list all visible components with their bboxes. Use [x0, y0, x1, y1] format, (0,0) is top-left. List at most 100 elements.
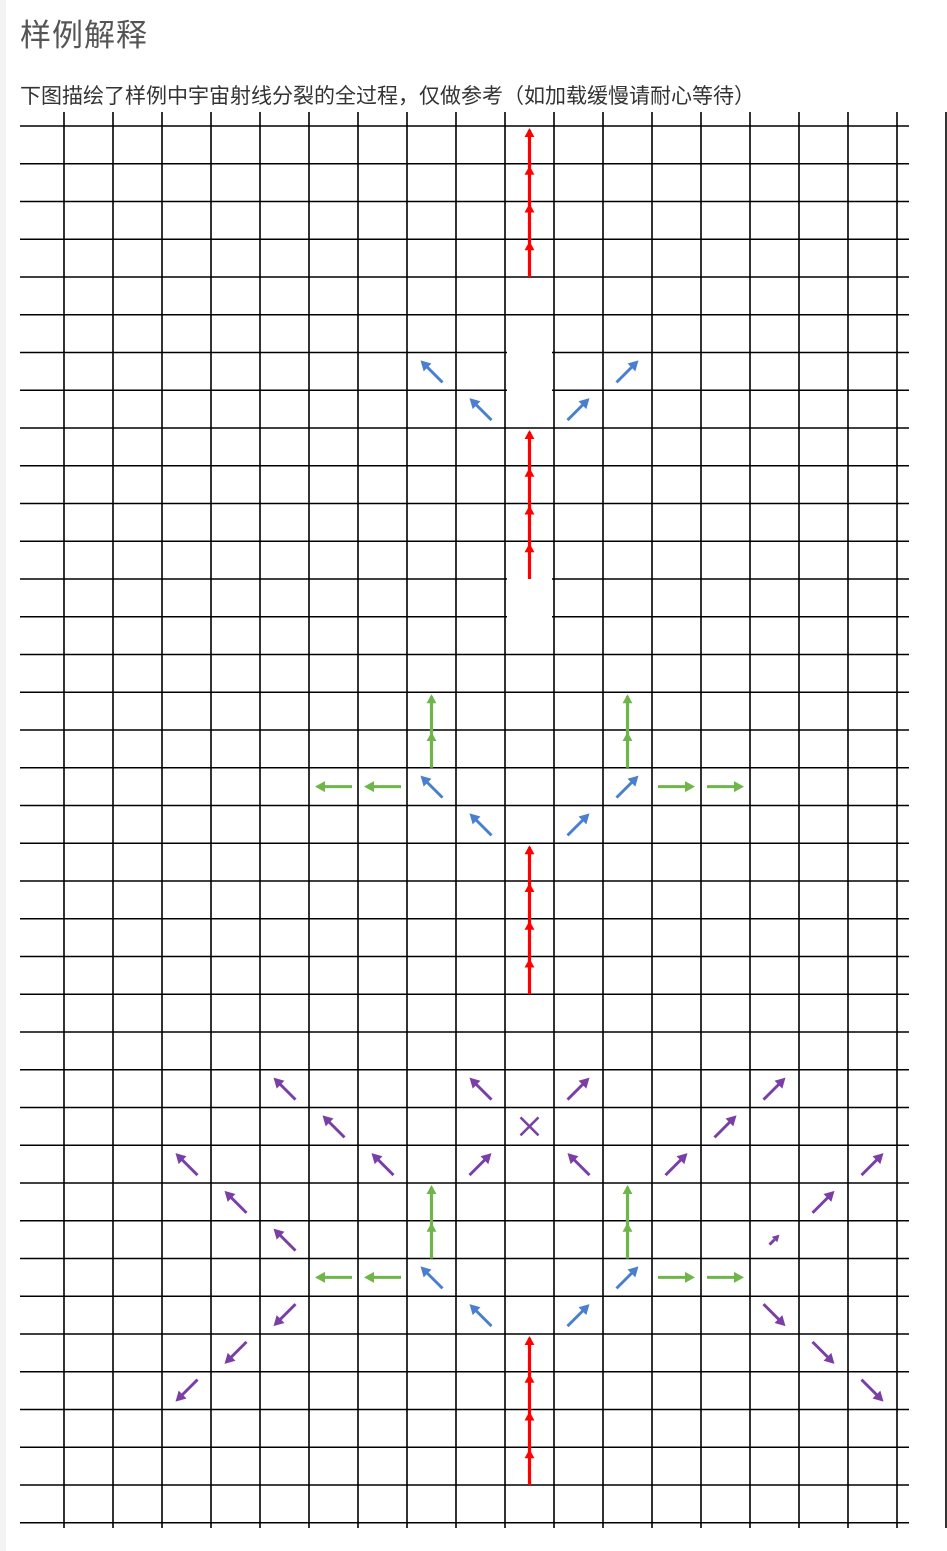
purple-arrow-up-right-small-head — [771, 1234, 780, 1243]
green-arrow-up-head — [622, 694, 633, 704]
section-title: 样例解释 — [20, 18, 148, 54]
blue-arrow-up-left-shaft — [424, 364, 444, 384]
blue-arrow-up-right-head — [627, 360, 639, 372]
blue-arrow-up-left-head — [469, 398, 481, 410]
purple-arrow-up-left-shaft — [277, 1232, 297, 1252]
purple-arrow-up-right-shaft — [566, 1081, 586, 1101]
blue-arrow-up-right-head — [578, 1304, 590, 1316]
green-arrow-right-head — [734, 781, 744, 793]
green-arrow-up-head — [426, 694, 437, 704]
purple-arrow-down-right-head — [774, 1315, 786, 1327]
blue-arrow-up-right-shaft — [566, 1308, 586, 1328]
purple-arrow-up-left-head — [567, 1153, 579, 1165]
purple-arrow-up-right-shaft — [860, 1157, 880, 1177]
purple-arrow-up-right-shaft — [713, 1119, 733, 1139]
purple-arrow-up-right-head — [872, 1153, 884, 1165]
green-arrow-left-head — [364, 781, 374, 793]
purple-arrow-up-right-head — [774, 1077, 786, 1089]
purple-arrow-up-right-head — [823, 1190, 835, 1202]
red-arrow-up-head — [524, 430, 535, 439]
purple-arrow-up-left-shaft — [228, 1194, 248, 1214]
purple-arrow-up-right-shaft — [811, 1194, 831, 1214]
red-arrow-up-head — [524, 1336, 535, 1345]
purple-arrow-up-right-shaft — [664, 1157, 684, 1177]
blue-arrow-up-right-shaft — [615, 364, 635, 384]
purple-arrow-up-left-head — [469, 1077, 481, 1089]
red-arrow-up-head — [524, 958, 535, 968]
blue-arrow-up-right-shaft — [566, 817, 586, 837]
diagram-caption: 下图描绘了样例中宇宙射线分裂的全过程，仅做参考（如加载缓慢请耐心等待） — [20, 84, 755, 108]
green-arrow-right-head — [685, 1271, 695, 1283]
red-arrow-up-head — [524, 241, 535, 251]
blue-arrow-up-left-head — [420, 775, 432, 787]
red-arrow-up-head — [524, 1373, 535, 1383]
purple-arrow-up-right-shaft — [762, 1081, 782, 1101]
green-arrow-up-head — [426, 1185, 437, 1194]
purple-arrow-up-left-shaft — [375, 1157, 395, 1177]
purple-arrow-up-left-head — [322, 1115, 334, 1127]
red-arrow-up-head — [524, 1411, 535, 1421]
blue-arrow-up-left-head — [469, 1304, 481, 1316]
blue-arrow-up-right-head — [578, 813, 590, 825]
red-arrow-up-head — [524, 165, 535, 175]
red-arrow-up-head — [524, 845, 535, 855]
green-arrow-up-head — [622, 1185, 633, 1194]
green-arrow-right-head — [685, 781, 695, 793]
purple-arrow-down-left-head — [175, 1390, 187, 1402]
blue-arrow-up-right-head — [627, 775, 639, 787]
cancel-cross-mark — [519, 1116, 540, 1137]
purple-arrow-down-right-shaft — [860, 1378, 880, 1398]
purple-arrow-down-left-shaft — [228, 1340, 248, 1360]
red-arrow-up-head — [524, 543, 535, 553]
blue-arrow-up-right-shaft — [615, 1270, 635, 1290]
purple-arrow-down-left-head — [224, 1352, 236, 1364]
purple-arrow-up-left-shaft — [473, 1081, 493, 1101]
red-arrow-up-head — [524, 128, 535, 137]
grid-lines — [20, 112, 947, 1528]
purple-arrow-up-right-head — [480, 1153, 492, 1165]
blue-arrow-up-right-head — [578, 398, 590, 410]
blue-arrow-up-left-shaft — [424, 1270, 444, 1290]
green-arrow-left-head — [315, 1271, 325, 1283]
green-arrow-up-head — [426, 732, 437, 741]
split-gap — [507, 577, 552, 619]
purple-arrow-up-right-shaft — [468, 1157, 488, 1177]
purple-arrow-down-left-shaft — [277, 1303, 297, 1323]
blue-arrow-up-left-head — [420, 360, 432, 372]
green-arrow-left-head — [364, 1271, 374, 1283]
split-gap — [507, 350, 552, 393]
blue-arrow-up-left-shaft — [473, 402, 493, 422]
red-arrow-up-head — [524, 467, 535, 477]
purple-arrow-up-right-head — [725, 1115, 737, 1127]
purple-arrow-up-left-head — [224, 1190, 236, 1202]
purple-arrow-up-left-head — [371, 1153, 383, 1165]
purple-arrow-down-left-shaft — [179, 1378, 199, 1398]
red-arrow-up-head — [524, 883, 535, 892]
purple-arrow-down-right-head — [872, 1390, 884, 1402]
purple-arrow-up-right-head — [578, 1077, 590, 1089]
purple-arrow-up-left-shaft — [571, 1157, 591, 1177]
blue-arrow-up-right-shaft — [615, 779, 635, 799]
blue-arrow-up-left-shaft — [473, 817, 493, 837]
blue-arrow-up-left-head — [420, 1266, 432, 1278]
purple-arrow-down-left-head — [273, 1315, 285, 1327]
purple-arrow-up-left-head — [273, 1228, 285, 1240]
purple-arrow-up-left-shaft — [326, 1119, 346, 1139]
purple-arrow-down-right-shaft — [811, 1340, 831, 1360]
purple-arrow-up-left-shaft — [277, 1081, 297, 1101]
green-arrow-left-head — [315, 781, 325, 793]
purple-arrow-up-left-shaft — [179, 1157, 199, 1177]
red-arrow-up-head — [524, 505, 535, 515]
blue-arrow-up-right-head — [627, 1266, 639, 1278]
blue-arrow-up-left-shaft — [473, 1308, 493, 1328]
red-arrow-up-head — [524, 203, 535, 213]
purple-arrow-up-left-head — [175, 1153, 187, 1165]
blue-arrow-up-left-shaft — [424, 779, 444, 799]
purple-arrow-up-right-head — [676, 1153, 688, 1165]
purple-arrow-down-right-head — [823, 1352, 835, 1364]
blue-arrow-up-right-shaft — [566, 402, 586, 422]
red-arrow-up-head — [524, 920, 535, 930]
green-arrow-right-head — [734, 1271, 744, 1283]
ray-arrows — [175, 128, 884, 1485]
